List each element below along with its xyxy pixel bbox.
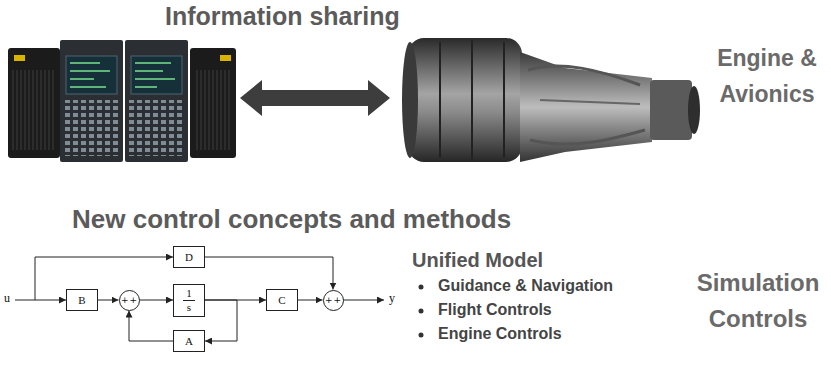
integrator-block: 1s [173, 284, 205, 317]
double-arrow [240, 80, 390, 116]
screen-line [70, 70, 110, 72]
screen-line [70, 78, 94, 80]
screen-line [70, 62, 100, 64]
engine-illustration [402, 38, 700, 162]
block-label: + [130, 296, 138, 305]
list-item-text: Guidance & Navigation [438, 277, 613, 294]
avionics-ribs [12, 70, 56, 150]
signal-connector [205, 300, 237, 341]
engine-pipe [540, 100, 640, 104]
avionics-unit [8, 48, 60, 158]
exhaust [650, 80, 692, 140]
avionics-panel [60, 40, 123, 162]
gain-block: C [266, 289, 298, 311]
case-rib [471, 40, 473, 160]
avionics-tag [14, 55, 25, 61]
signal-connector [98, 300, 119, 301]
section-heading: New control concepts and methods [72, 205, 511, 235]
gain-block: A [173, 330, 205, 352]
screen-line [135, 78, 175, 80]
block-label: D [185, 252, 193, 263]
summing-junction: ++ [323, 290, 344, 311]
bullet-dot [419, 285, 424, 290]
input-wire [15, 300, 66, 301]
inlet-lip [402, 42, 418, 158]
block-label: A [185, 336, 193, 347]
block-label: + [121, 296, 129, 305]
engine-pipe [528, 66, 640, 85]
section-heading: Information sharing [165, 2, 400, 31]
list-item: Guidance & Navigation [438, 277, 613, 295]
bullets [419, 285, 424, 338]
screen-line [135, 86, 157, 88]
avionics-tag [220, 55, 231, 61]
list-item-text: Flight Controls [438, 301, 552, 318]
side-label-text: Engine & Avionics [717, 45, 817, 107]
screen-line [70, 86, 106, 88]
block-label: B [78, 295, 85, 306]
list-heading-text: Unified Model [412, 249, 543, 271]
fan-case [408, 38, 522, 162]
screen-line [135, 62, 171, 64]
avionics-keypad [129, 100, 185, 156]
gain-block: D [173, 246, 205, 268]
avionics-unit [190, 48, 236, 158]
list-item: Flight Controls [438, 301, 552, 319]
signal-connector [298, 300, 323, 301]
avionics-keypad [64, 100, 120, 156]
case-rib [439, 42, 441, 158]
summing-junction: ++ [119, 290, 140, 311]
screen-line [135, 70, 163, 72]
case-rib [503, 42, 505, 158]
avionics-screen [66, 56, 117, 94]
bullet-dot [419, 333, 424, 338]
signal-connector [140, 300, 174, 301]
block-label: + [334, 296, 342, 305]
nozzle [688, 86, 700, 134]
signal-name-text: u [4, 291, 10, 305]
signal-name: y [389, 292, 395, 306]
engine-core [520, 52, 652, 162]
avionics-screen [131, 56, 182, 94]
avionics-ribs [194, 70, 232, 150]
list-heading: Unified Model [412, 249, 543, 272]
signal-connector [205, 257, 333, 290]
signal-name: u [4, 292, 10, 306]
block-label: 1 [183, 288, 195, 301]
output-wire [343, 300, 384, 301]
section-heading-text: New control concepts and methods [72, 204, 511, 234]
list-item: Engine Controls [438, 325, 562, 343]
side-label: Simulation Controls [688, 265, 828, 337]
signal-name-text: y [389, 291, 395, 305]
engine-pipe [530, 130, 645, 144]
block-label: C [278, 295, 285, 306]
bullet-dot [419, 309, 424, 314]
side-label: Engine & Avionics [708, 40, 826, 112]
avionics-panel [125, 40, 188, 162]
block-label: + [325, 296, 333, 305]
signal-connector [129, 311, 173, 342]
block-label: s [187, 301, 191, 313]
gain-block: B [66, 289, 98, 311]
list-item-text: Engine Controls [438, 325, 562, 342]
feedthrough-wire [35, 257, 173, 300]
side-label-text: Simulation Controls [697, 269, 820, 332]
avionics-illustration [8, 40, 236, 162]
section-heading-text: Information sharing [165, 2, 400, 30]
